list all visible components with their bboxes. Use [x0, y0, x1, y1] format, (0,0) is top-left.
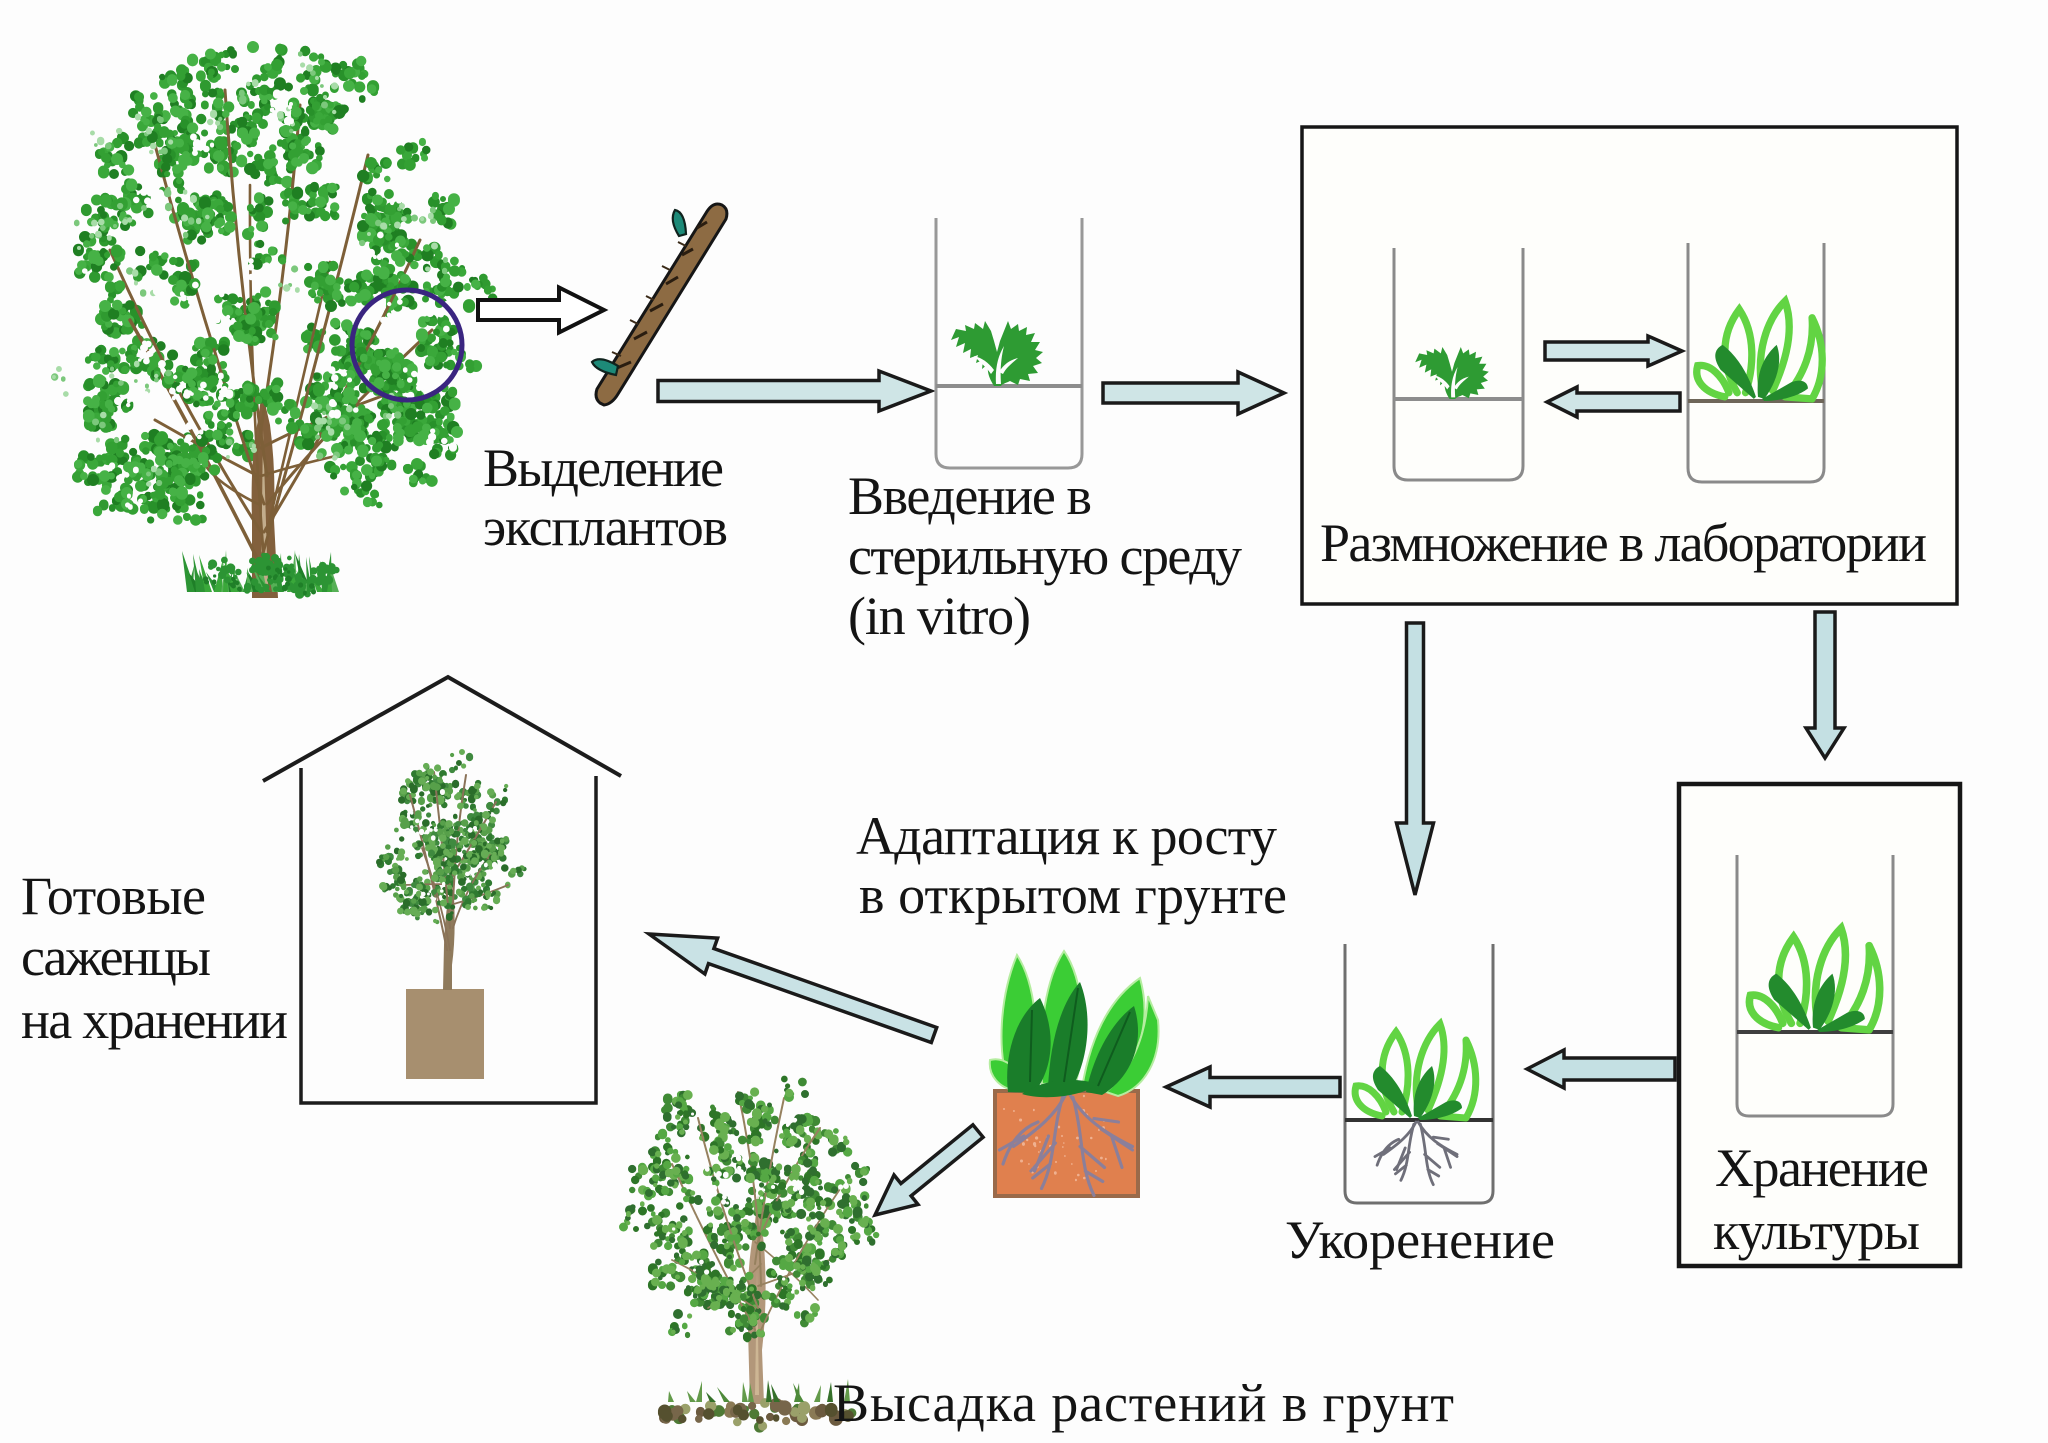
svg-text:(in vitro): (in vitro)	[848, 586, 1031, 646]
svg-text:в открытом грунте: в открытом грунте	[859, 865, 1287, 925]
svg-text:Адаптация к росту: Адаптация к росту	[856, 806, 1277, 866]
svg-text:Высадка растений в грунт: Высадка растений в грунт	[833, 1373, 1454, 1433]
svg-text:стерильную среду: стерильную среду	[848, 526, 1242, 586]
svg-text:Введение в: Введение в	[848, 466, 1092, 526]
svg-text:Размножение в лаборатории: Размножение в лаборатории	[1320, 513, 1927, 573]
svg-text:на хранении: на хранении	[21, 990, 288, 1050]
svg-text:культуры: культуры	[1713, 1201, 1920, 1261]
svg-text:эксплантов: эксплантов	[483, 497, 728, 557]
svg-text:саженцы: саженцы	[21, 927, 211, 987]
svg-text:Укоренение: Укоренение	[1285, 1210, 1555, 1270]
svg-text:Выделение: Выделение	[483, 438, 724, 498]
svg-text:Хранение: Хранение	[1715, 1138, 1929, 1198]
svg-text:Готовые: Готовые	[21, 866, 206, 926]
